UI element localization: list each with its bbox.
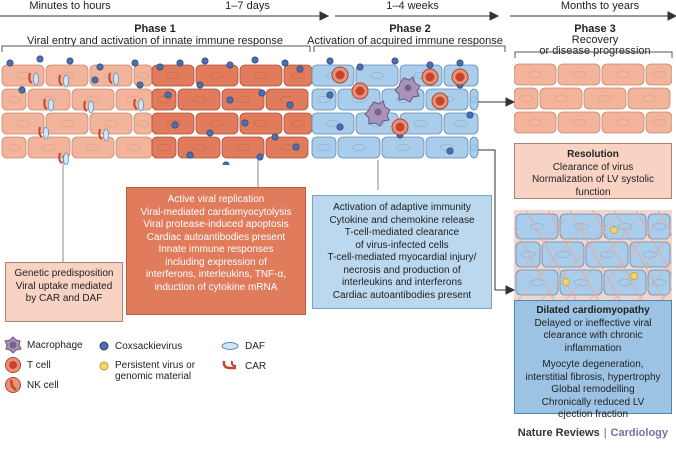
legend-car: CAR bbox=[220, 358, 266, 374]
macrophage-icon bbox=[4, 336, 22, 354]
tcell-icon bbox=[5, 357, 21, 373]
timeline-label-4: Months to years bbox=[555, 0, 645, 12]
daf-icon bbox=[221, 342, 239, 350]
fibrotic-tissue bbox=[514, 210, 672, 300]
phase1-title: Phase 1 bbox=[134, 23, 176, 35]
timeline-arrows bbox=[0, 11, 676, 21]
legend-nkcell: NK cell bbox=[4, 376, 59, 394]
box-dilated-cardiomyopathy: Dilated cardiomyopathy Delayed or ineffe… bbox=[514, 300, 672, 420]
timeline-label-2: 1–7 days bbox=[200, 0, 295, 12]
recovered-tissue bbox=[514, 63, 672, 134]
legend-tcell: T cell bbox=[4, 356, 51, 374]
credit: Nature Reviews|Cardiology bbox=[517, 427, 668, 439]
phase3-subtitle: Recovery or disease progression bbox=[539, 34, 651, 57]
legend-macrophage: Macrophage bbox=[4, 336, 83, 354]
box-adaptive-immunity: Activation of adaptive immunity Cytokine… bbox=[312, 195, 492, 309]
myocardium-tissue bbox=[1, 55, 479, 165]
phase2-subtitle: Activation of acquired immune response bbox=[307, 35, 503, 47]
phase2-title: Phase 2 bbox=[389, 23, 431, 35]
legend-coxsackievirus: Coxsackievirus bbox=[98, 340, 182, 352]
phase3-title: Phase 3 bbox=[574, 23, 616, 35]
persistent-virus-icon bbox=[99, 361, 109, 371]
coxsackievirus-icon bbox=[99, 341, 109, 351]
box-viral-replication: Active viral replication Viral-mediated … bbox=[126, 187, 306, 315]
timeline-label-3: 1–4 weeks bbox=[370, 0, 455, 12]
nkcell-icon bbox=[5, 377, 21, 393]
phase1-subtitle: Viral entry and activation of innate imm… bbox=[27, 35, 283, 47]
box-resolution: Resolution Clearance of virus Normalizat… bbox=[514, 143, 672, 199]
legend-daf: DAF bbox=[220, 340, 265, 352]
car-icon bbox=[222, 360, 237, 370]
box-genetic-predisposition: Genetic predisposition Viral uptake medi… bbox=[5, 262, 123, 322]
timeline-label-1: Minutes to hours bbox=[0, 0, 140, 12]
phase-brackets bbox=[1, 45, 673, 58]
